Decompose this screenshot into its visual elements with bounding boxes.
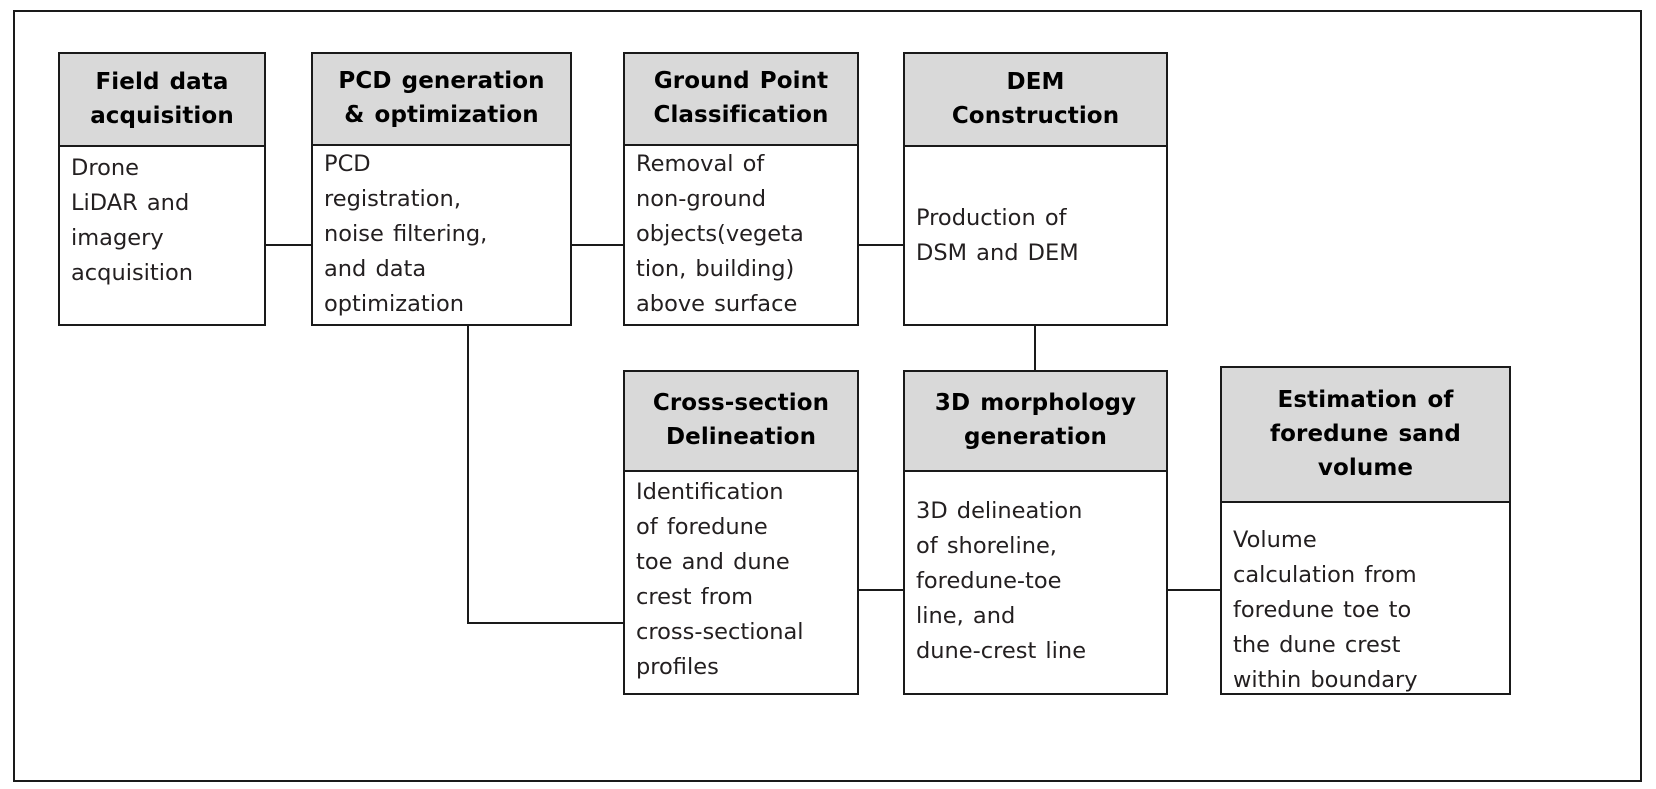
node-estimation-foredune-sand-volume-header: Estimation of foredune sand volume (1222, 368, 1509, 504)
node-cross-section-delineation-body: Identification of foredune toe and dune … (636, 479, 804, 680)
connector-morphology-to-estimation (1167, 589, 1221, 591)
connector-groundpoint-to-dem (857, 244, 904, 246)
node-cross-section-delineation-header-text: Cross-section Delineation (652, 390, 830, 450)
node-3d-morphology-generation-body: 3D delineation of shoreline, foredune-to… (916, 498, 1087, 664)
connector-dem-to-morphology (1034, 326, 1036, 371)
node-field-data-acquisition[interactable]: Field data acquisition Drone LiDAR and i… (58, 52, 266, 326)
node-estimation-foredune-sand-volume-body: Volume calculation from foredune toe to … (1233, 527, 1418, 693)
node-pcd-generation-optimization[interactable]: PCD generation & optimization PCD regist… (311, 52, 572, 326)
connector-crosssection-to-morphology (857, 589, 904, 591)
node-estimation-foredune-sand-volume[interactable]: Estimation of foredune sand volume Volum… (1220, 366, 1511, 695)
node-dem-construction-header-text: DEM Construction (951, 68, 1120, 129)
node-dem-construction-body: Production of DSM and DEM (916, 204, 1079, 266)
node-ground-point-classification-body: Removal of non-ground objects(vegeta tio… (636, 151, 804, 318)
node-ground-point-classification[interactable]: Ground Point Classification Removal of n… (623, 52, 859, 326)
node-ground-point-classification-header: Ground Point Classification (625, 54, 857, 147)
node-field-data-acquisition-header: Field data acquisition (60, 54, 264, 147)
node-pcd-generation-optimization-header: PCD generation & optimization (313, 54, 570, 147)
node-field-data-acquisition-body: Drone LiDAR and imagery acquisition (71, 155, 194, 286)
node-cross-section-delineation-header: Cross-section Delineation (625, 372, 857, 472)
connector-pcd-to-groundpoint (570, 244, 624, 246)
connector-field-to-pcd (265, 244, 312, 246)
node-field-data-acquisition-header-text: Field data acquisition (90, 68, 234, 129)
node-3d-morphology-generation-header: 3D morphology generation (905, 372, 1166, 472)
node-ground-point-classification-header-text: Ground Point Classification (653, 68, 829, 129)
connector-pcd-to-crosssection-horizontal (467, 622, 624, 624)
node-3d-morphology-generation[interactable]: 3D morphology generation 3D delineation … (903, 370, 1168, 695)
node-dem-construction[interactable]: DEM Construction Production of DSM and D… (903, 52, 1168, 326)
connector-pcd-to-crosssection-vertical (467, 326, 469, 624)
node-3d-morphology-generation-header-text: 3D morphology generation (934, 390, 1137, 450)
node-cross-section-delineation[interactable]: Cross-section Delineation Identification… (623, 370, 859, 695)
node-estimation-foredune-sand-volume-header-text: Estimation of foredune sand volume (1270, 386, 1461, 481)
node-pcd-generation-optimization-body: PCD registration, noise filtering, and d… (324, 151, 488, 318)
node-pcd-generation-optimization-header-text: PCD generation & optimization (338, 68, 545, 129)
node-dem-construction-header: DEM Construction (905, 54, 1166, 147)
